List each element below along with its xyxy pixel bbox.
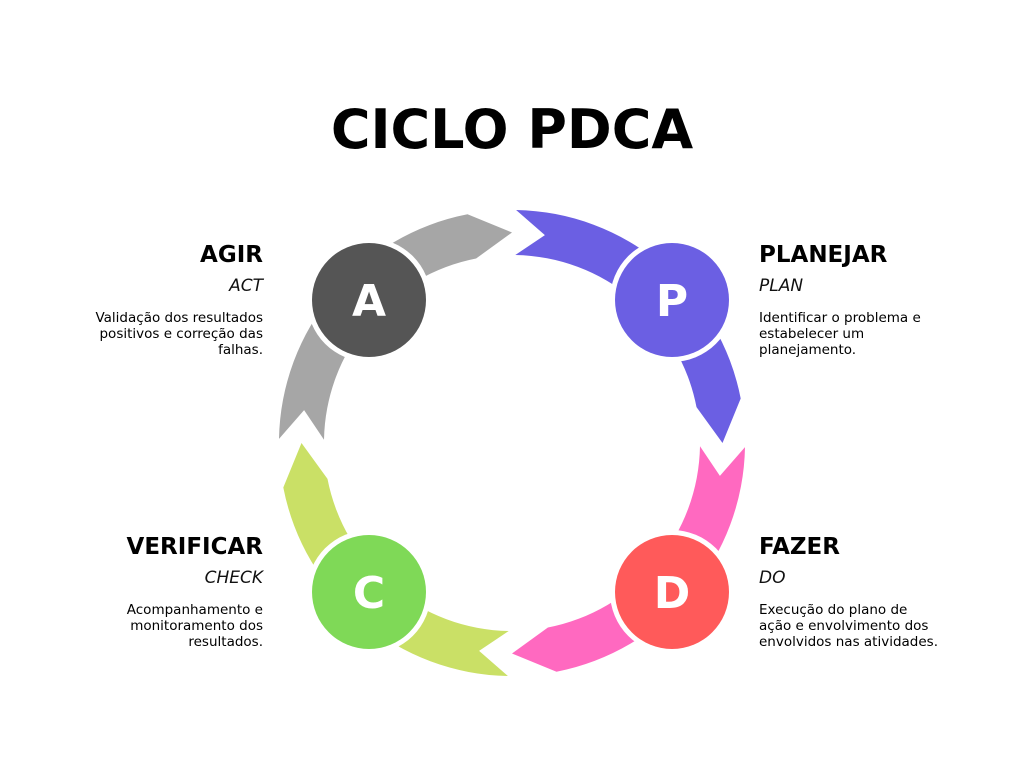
check-heading: VERIFICAR [126, 534, 263, 560]
act-text-block: AGIR ACT Validação dos resultados positi… [23, 241, 263, 358]
act-circle: A [307, 238, 431, 362]
act-description-line: falhas. [218, 342, 263, 358]
do-text-block: FAZER DO Execução do plano de ação e env… [759, 533, 999, 650]
do-description-line: Execução do plano de [759, 602, 908, 618]
plan-description-line: planejamento. [759, 342, 857, 358]
act-description-line: positivos e correção das [99, 326, 263, 342]
plan-letter: P [656, 276, 688, 327]
act-english: ACT [229, 276, 263, 296]
check-description-line: monitoramento dos [130, 618, 263, 634]
do-description-line: envolvidos nas atividades. [759, 634, 939, 650]
do-circle: D [610, 530, 734, 654]
act-heading: AGIR [200, 242, 263, 268]
plan-description-line: estabelecer um [759, 326, 865, 342]
do-english: DO [759, 568, 786, 588]
plan-heading: PLANEJAR [759, 242, 888, 268]
check-circle: C [307, 530, 431, 654]
act-description: Validação dos resultados positivos e cor… [23, 310, 263, 358]
plan-english: PLAN [759, 276, 804, 296]
plan-circle: P [610, 238, 734, 362]
check-description-line: resultados. [188, 634, 263, 650]
act-description-line: Validação dos resultados [95, 310, 263, 326]
check-text-block: VERIFICAR CHECK Acompanhamento e monitor… [23, 533, 263, 650]
do-description: Execução do plano de ação e envolvimento… [759, 602, 999, 650]
check-description: Acompanhamento e monitoramento dos resul… [23, 602, 263, 650]
plan-description: Identificar o problema e estabelecer um … [759, 310, 999, 358]
do-heading: FAZER [759, 534, 840, 560]
act-letter: A [352, 276, 386, 327]
check-letter: C [353, 568, 385, 619]
plan-description-line: Identificar o problema e [759, 310, 921, 326]
do-letter: D [654, 568, 691, 619]
page-title: CICLO PDCA [330, 98, 694, 161]
do-description-line: ação e envolvimento dos [759, 618, 929, 634]
plan-text-block: PLANEJAR PLAN Identificar o problema e e… [759, 241, 999, 358]
check-english: CHECK [204, 568, 263, 588]
check-description-line: Acompanhamento e [126, 602, 263, 618]
